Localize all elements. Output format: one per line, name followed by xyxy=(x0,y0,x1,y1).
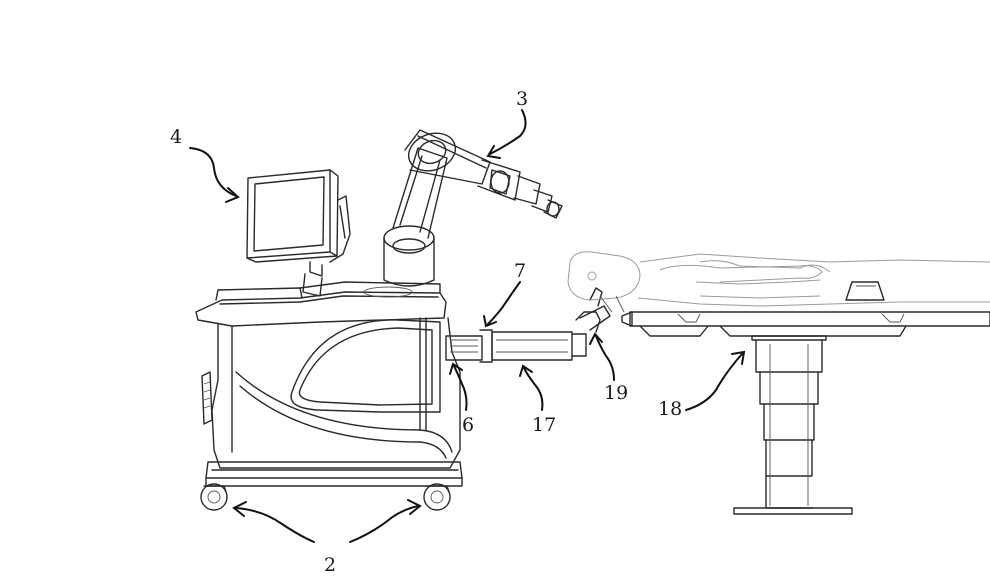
cart xyxy=(195,281,463,487)
operating-table xyxy=(621,311,990,515)
label-robot-arm: 3 xyxy=(516,88,529,110)
label-display: 4 xyxy=(170,126,183,148)
robot-arm xyxy=(383,129,563,287)
label-table: 18 xyxy=(658,398,683,420)
label-adapter: 6 xyxy=(462,414,475,436)
pointer-arrows xyxy=(189,109,746,543)
label-rail: 17 xyxy=(532,414,557,436)
wheels xyxy=(200,483,451,511)
monitor xyxy=(246,169,351,297)
label-wheels: 2 xyxy=(324,554,337,576)
label-clamp: 19 xyxy=(604,382,629,404)
patient xyxy=(567,251,990,313)
label-coupling: 7 xyxy=(514,260,527,282)
